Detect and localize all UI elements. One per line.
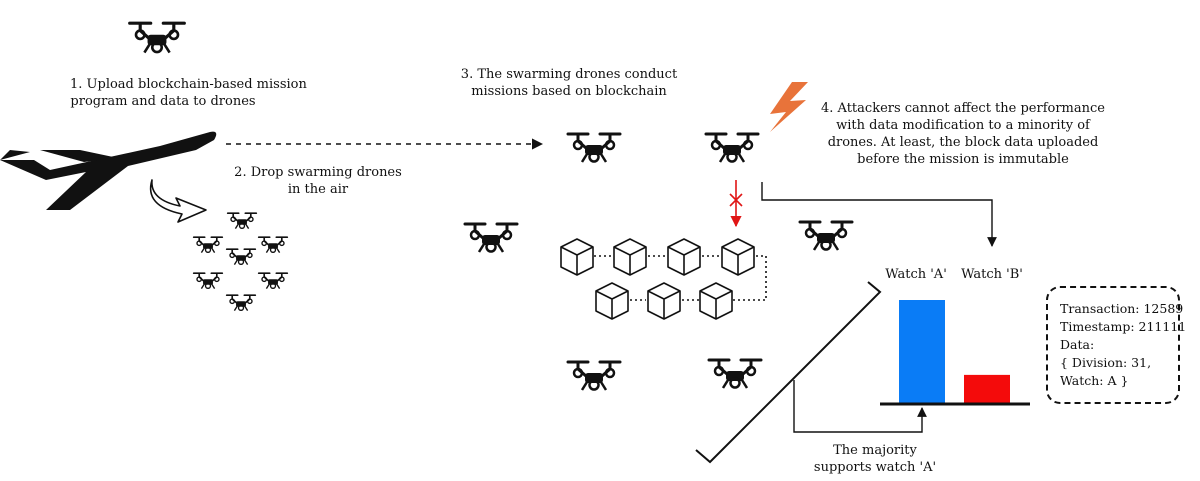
- majority-annotation: The majority supports watch 'A': [806, 442, 944, 476]
- step4-line1: 4. Attackers cannot affect the performan…: [821, 101, 1105, 116]
- record-watch: Watch: A }: [1060, 373, 1129, 388]
- drone-icon: [192, 236, 224, 254]
- step4-line2: with data modification to a minority of: [836, 118, 1090, 133]
- drone-icon: [798, 220, 854, 252]
- record-transaction: Transaction: 12589: [1060, 301, 1184, 316]
- blocked-modification-arrow: [729, 180, 743, 228]
- block-cube-icon: [595, 282, 629, 320]
- transaction-record: Transaction: 12589 Timestamp: 211111 Dat…: [1046, 286, 1187, 404]
- step2-line2: in the air: [287, 182, 349, 197]
- category-label-b: Watch 'B': [961, 267, 1023, 282]
- step4-label: 4. Attackers cannot affect the performan…: [818, 100, 1108, 168]
- drone-icon: [566, 132, 622, 164]
- step1-line2: program and data to drones: [70, 94, 256, 109]
- drone-icon: [566, 360, 622, 392]
- step3-line2: missions based on blockchain: [471, 84, 667, 99]
- block-cube-icon: [667, 238, 701, 276]
- step2-label: 2. Drop swarming drones in the air: [226, 164, 410, 198]
- drone-icon: [192, 272, 224, 290]
- step1-label: 1. Upload blockchain-based mission progr…: [70, 76, 307, 110]
- step4-line3: drones. At least, the block data uploade…: [827, 135, 1099, 150]
- annotation-line2: supports watch 'A': [813, 460, 937, 475]
- curved-arrow-icon: [149, 179, 207, 223]
- airplane-icon: [0, 131, 217, 210]
- block-cube-icon: [699, 282, 733, 320]
- step3-label: 3. The swarming drones conduct missions …: [456, 66, 682, 100]
- block-cube-icon: [721, 238, 755, 276]
- block-cube-icon: [613, 238, 647, 276]
- drone-icon: [707, 358, 763, 390]
- drone-icon: [226, 212, 258, 230]
- drone-icon: [257, 272, 289, 290]
- drone-icon: [225, 248, 257, 266]
- block-cube-icon: [560, 238, 594, 276]
- record-timestamp: Timestamp: 211111: [1060, 319, 1187, 334]
- drone-swarm: [192, 212, 289, 312]
- drone-icon: [128, 21, 186, 55]
- check-mark: [695, 281, 882, 464]
- step4-line4: before the mission is immutable: [857, 152, 1069, 167]
- vote-bar-chart: [880, 300, 1030, 406]
- category-label-a: Watch 'A': [885, 267, 947, 282]
- bar-watch-b: [964, 374, 1010, 404]
- step2-line1: 2. Drop swarming drones: [234, 165, 402, 180]
- lightning-icon: [770, 82, 808, 132]
- record-division: { Division: 31,: [1060, 355, 1152, 370]
- block-cube-icon: [647, 282, 681, 320]
- drone-icon: [704, 132, 760, 164]
- blockchain: [560, 238, 767, 320]
- record-data-label: Data:: [1060, 337, 1095, 352]
- drone-icon: [225, 294, 257, 312]
- step3-line1: 3. The swarming drones conduct: [460, 67, 678, 82]
- annotation-line1: The majority: [833, 443, 917, 458]
- drone-icon: [257, 236, 289, 254]
- data-link-arrow: [761, 182, 997, 247]
- majority-bracket: [793, 380, 927, 433]
- step1-line1: 1. Upload blockchain-based mission: [70, 77, 307, 92]
- drone-icon: [463, 222, 519, 254]
- bar-watch-a: [899, 300, 945, 404]
